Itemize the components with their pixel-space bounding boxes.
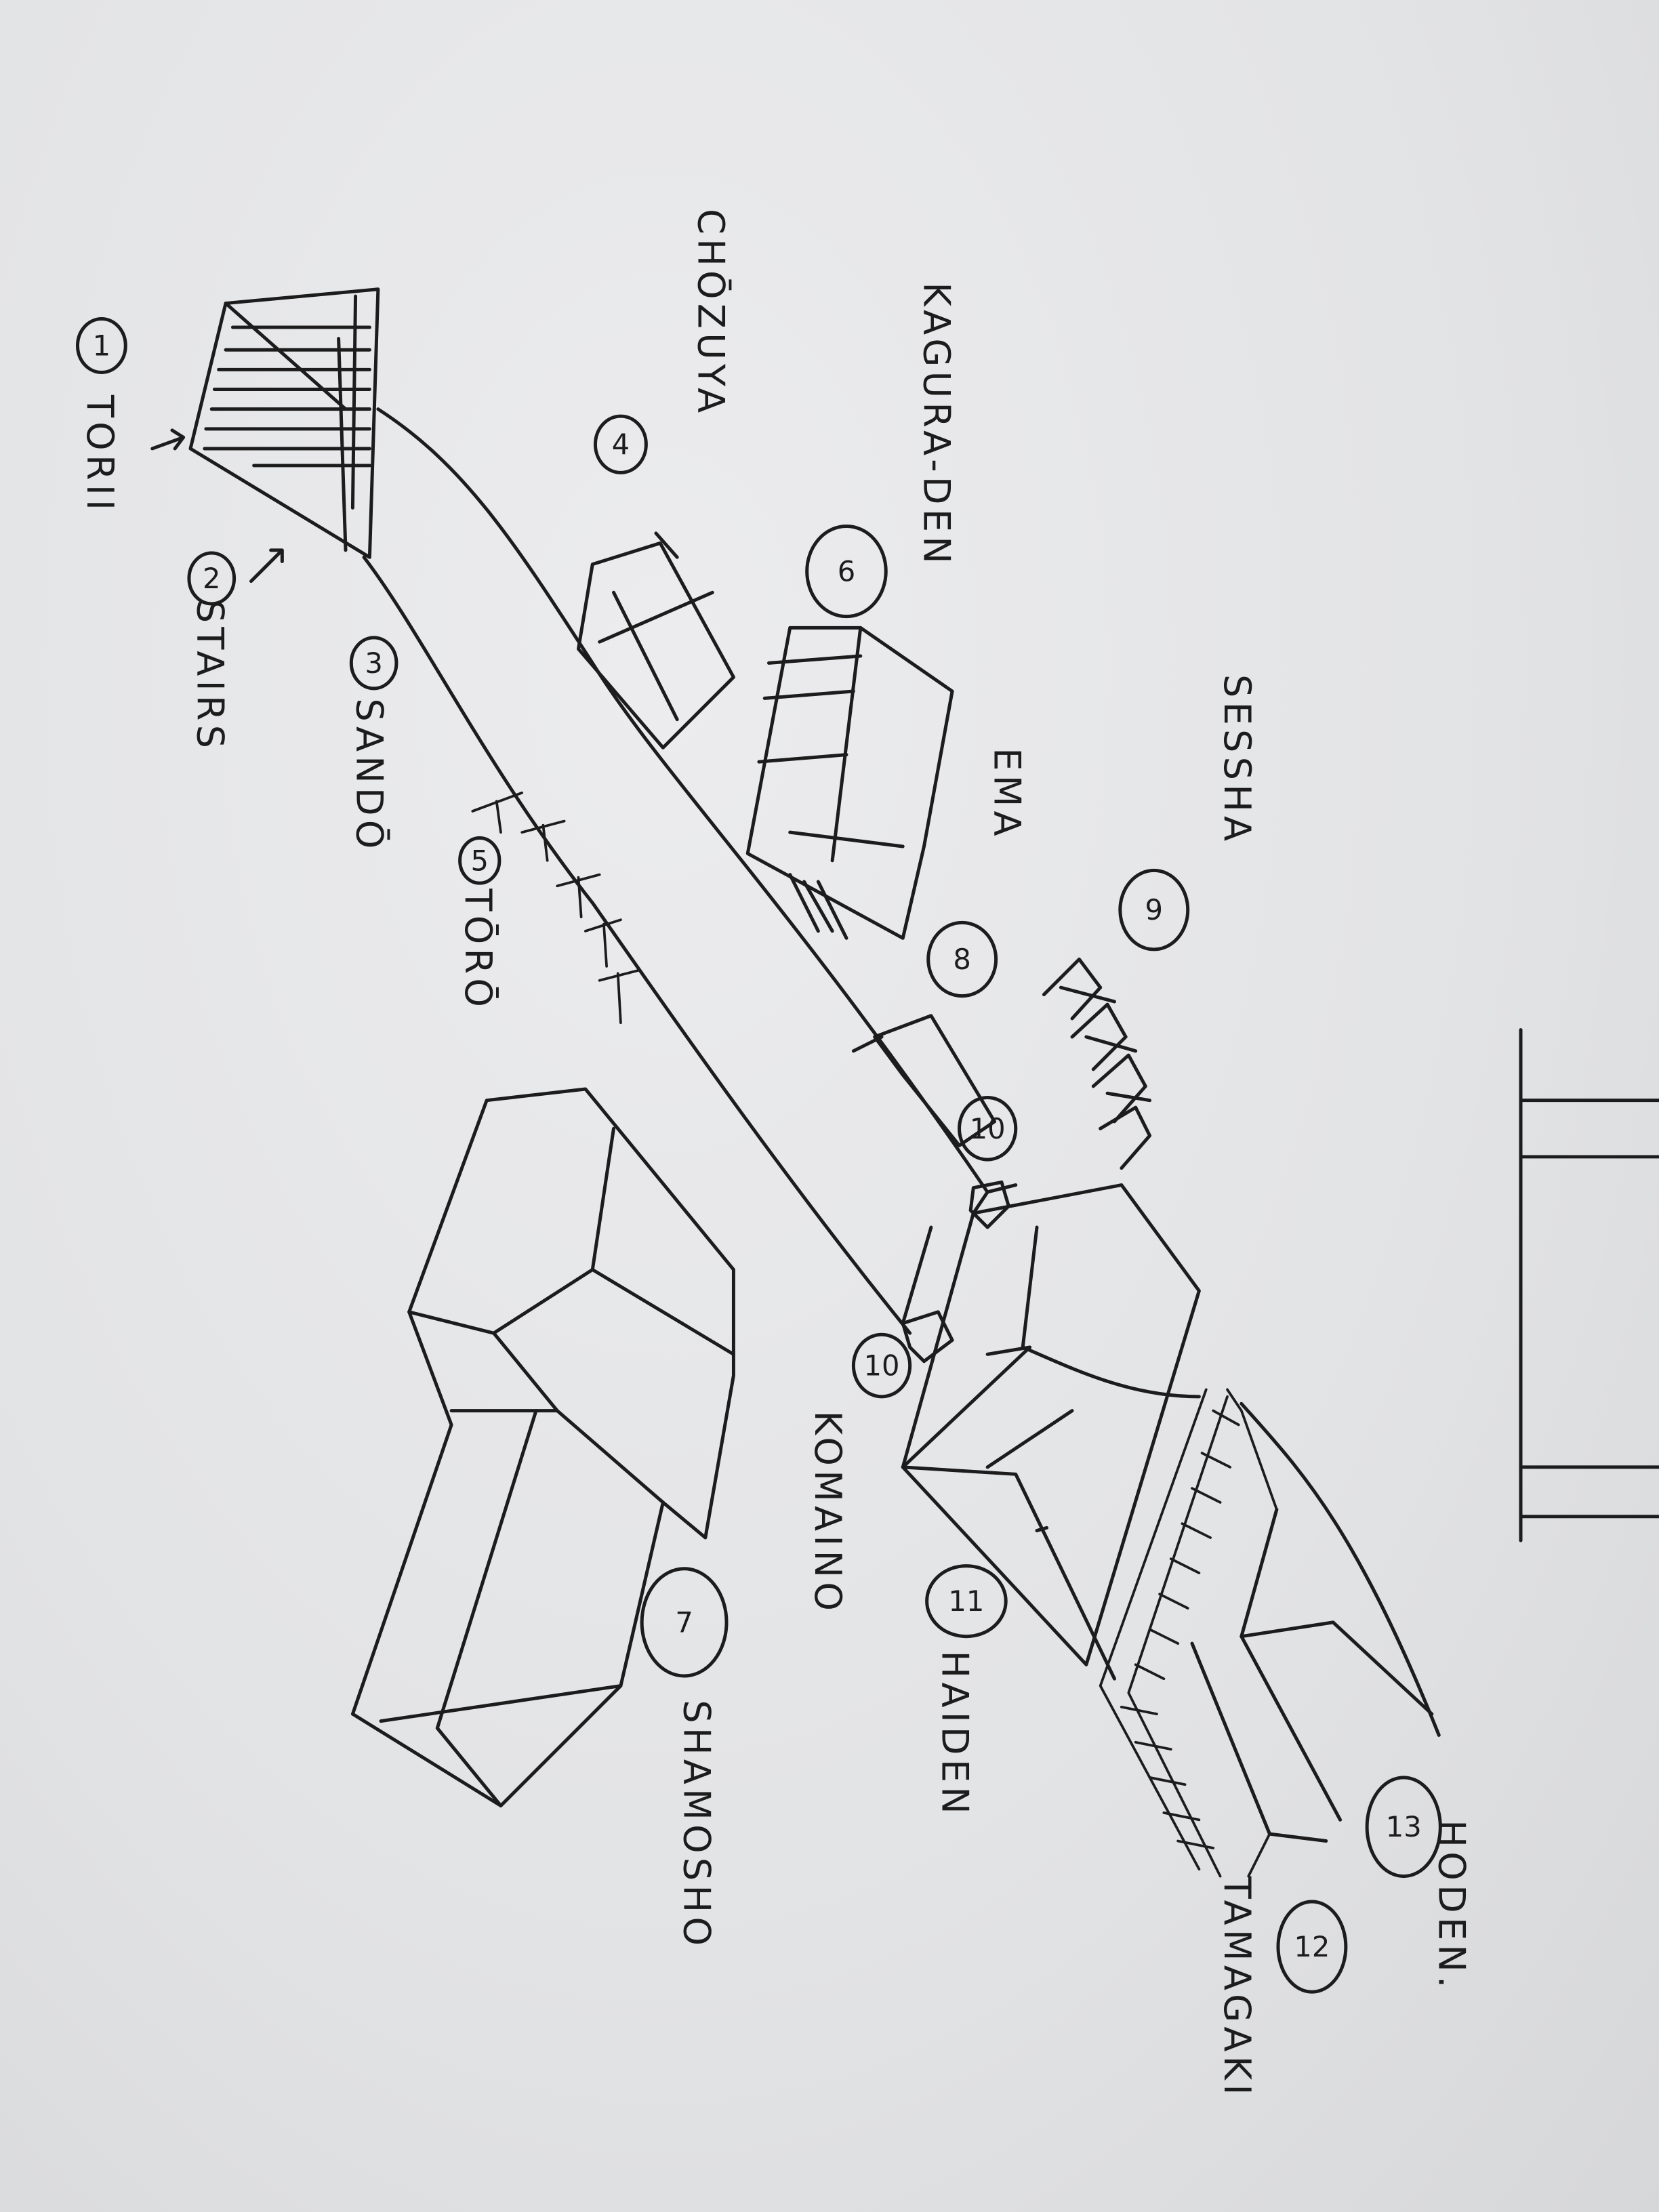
marker-11: 11 bbox=[925, 1564, 1008, 1639]
adjacent-structure-drawing bbox=[1519, 1028, 1659, 1542]
komaino-drawing bbox=[901, 1180, 1010, 1364]
label-ema: EMA bbox=[986, 747, 1029, 840]
svg-text:6: 6 bbox=[838, 555, 855, 588]
marker-12: 12 bbox=[1276, 1900, 1348, 1994]
ema-drawing bbox=[851, 1014, 997, 1147]
marker-4: 4 bbox=[593, 414, 648, 474]
label-haiden: HAIDEN bbox=[934, 1651, 977, 1818]
svg-text:10: 10 bbox=[970, 1112, 1006, 1145]
haiden-drawing bbox=[901, 1183, 1201, 1681]
svg-text:12: 12 bbox=[1294, 1930, 1330, 1963]
label-shamosho: SHAMOSHO bbox=[676, 1700, 718, 1950]
marker-13: 13 bbox=[1365, 1776, 1442, 1879]
svg-text:3: 3 bbox=[365, 647, 382, 680]
marker-5: 5 bbox=[458, 836, 501, 885]
marker-1: 1 bbox=[75, 316, 127, 375]
label-toro: TŌRŌ bbox=[457, 888, 499, 1011]
marker-10: 10 bbox=[851, 1332, 912, 1399]
kagura-den-drawing bbox=[745, 626, 954, 940]
sando-path-drawing bbox=[362, 407, 989, 1335]
svg-text:8: 8 bbox=[953, 943, 970, 976]
shamosho-drawing bbox=[350, 1087, 735, 1807]
label-honden: HODEN. bbox=[1430, 1820, 1473, 1992]
svg-text:4: 4 bbox=[612, 428, 630, 461]
toro-lanterns-drawing bbox=[471, 792, 639, 1025]
svg-text:10: 10 bbox=[864, 1349, 900, 1382]
svg-text:7: 7 bbox=[675, 1605, 693, 1639]
marker-3: 3 bbox=[349, 636, 398, 691]
label-tamagaki: TAMAGAKI bbox=[1216, 1876, 1258, 2100]
svg-text:2: 2 bbox=[203, 562, 220, 595]
svg-text:13: 13 bbox=[1386, 1810, 1422, 1843]
honden-drawing bbox=[1190, 1401, 1441, 1843]
marker-9: 9 bbox=[1118, 868, 1190, 951]
label-komaino: KOMAINO bbox=[806, 1411, 849, 1616]
label-sessha: SESSHA bbox=[1216, 674, 1258, 845]
svg-text:11: 11 bbox=[948, 1584, 984, 1618]
label-chozuya: CHŌZUYA bbox=[689, 209, 732, 417]
chozuya-drawing bbox=[576, 531, 735, 750]
marker-7: 7 bbox=[640, 1567, 729, 1678]
marker-10-extra: 10 bbox=[958, 1096, 1018, 1162]
label-kagura-den: KAGURA-DEN bbox=[915, 282, 958, 568]
marker-6: 6 bbox=[805, 524, 888, 619]
svg-text:5: 5 bbox=[471, 844, 489, 877]
tamagaki-drawing bbox=[1099, 1388, 1278, 1878]
label-torii: TORII bbox=[79, 394, 121, 514]
svg-text:9: 9 bbox=[1145, 893, 1163, 926]
label-stairs: STAIRS bbox=[188, 600, 231, 753]
sessha-drawing bbox=[1042, 958, 1152, 1170]
marker-2: 2 bbox=[187, 551, 237, 606]
svg-text:1: 1 bbox=[93, 329, 110, 363]
marker-8: 8 bbox=[926, 920, 998, 998]
label-sando: SANDŌ bbox=[348, 698, 391, 853]
stairs-drawing bbox=[150, 287, 380, 583]
